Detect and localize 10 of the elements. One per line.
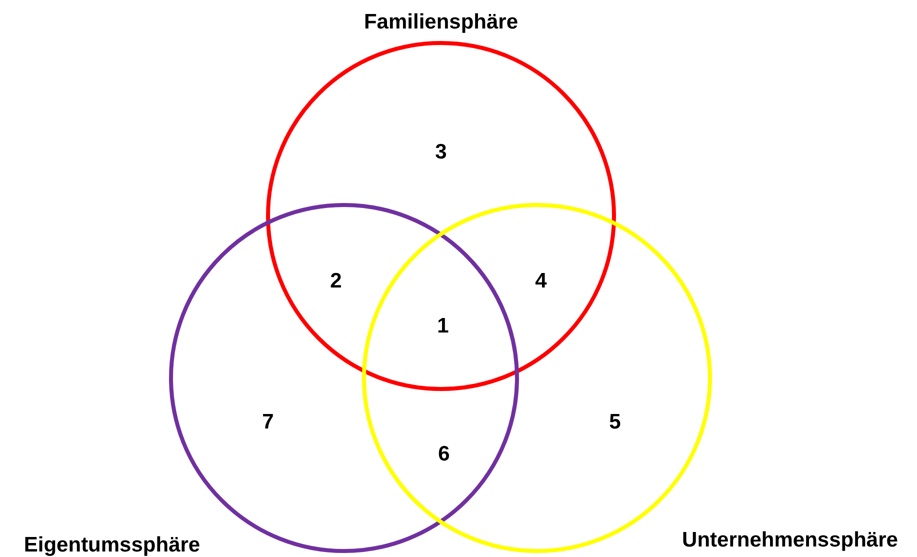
circle-title: Familiensphäre: [364, 12, 518, 32]
region-number: 4: [535, 270, 547, 292]
region-number: 2: [330, 270, 342, 292]
circle-title: Eigentumssphäre: [24, 534, 200, 556]
region-number: 7: [262, 412, 274, 432]
circle-title: Unternehmenssphäre: [682, 530, 898, 550]
region-number: 1: [437, 316, 449, 336]
region-number: 5: [609, 412, 621, 432]
region-number: 3: [435, 142, 447, 162]
region-number: 6: [438, 444, 450, 464]
